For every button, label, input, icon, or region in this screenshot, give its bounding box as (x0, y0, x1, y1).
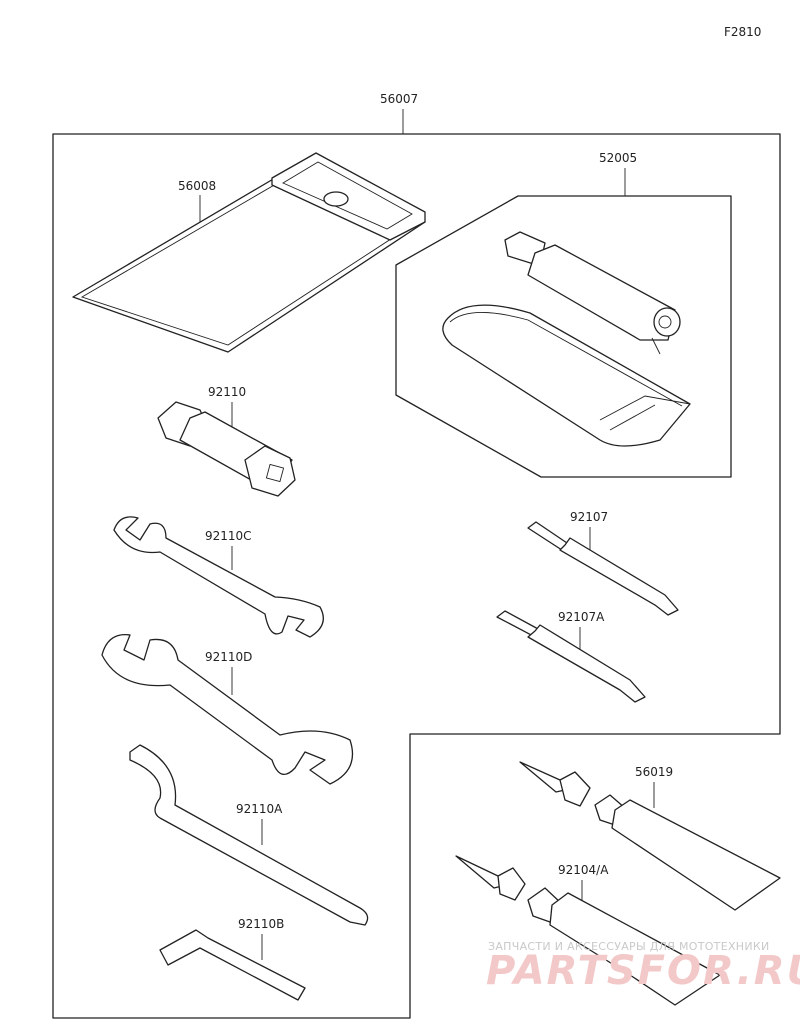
tube-92104a[interactable]: 92104/A (455, 855, 721, 1006)
pump-kit-group[interactable]: 52005 (395, 151, 732, 478)
socket-wrench[interactable]: 92110 (157, 385, 296, 497)
part-label-56007: 56007 (380, 92, 418, 106)
figure-id: F2810 (724, 25, 761, 39)
tool-bag[interactable]: 56008 (72, 152, 426, 353)
screwdriver[interactable]: 92107 (527, 510, 679, 616)
part-label-92104A: 92104/A (558, 863, 609, 877)
part-label-52005: 52005 (599, 151, 637, 165)
hook-wrench[interactable]: 92110A (129, 744, 369, 926)
wrench-d[interactable]: 92110D (101, 634, 354, 785)
part-label-92110C: 92110C (205, 529, 252, 543)
tube-56019[interactable]: 56019 (519, 761, 781, 911)
part-label-56008: 56008 (178, 179, 216, 193)
part-label-92107A: 92107A (558, 610, 605, 624)
watermark-logo: PARTSFOR.RU (486, 948, 800, 994)
part-label-92107: 92107 (570, 510, 608, 524)
hex-key[interactable]: 92110B (159, 917, 306, 1001)
watermark-tagline: ЗАПЧАСТИ И АКСЕССУАРЫ ДЛЯ МОТОТЕХНИКИ (488, 940, 770, 953)
watermark: ЗАПЧАСТИ И АКСЕССУАРЫ ДЛЯ МОТОТЕХНИКИ PA… (486, 940, 800, 994)
part-label-56019: 56019 (635, 765, 673, 779)
part-label-92110A: 92110A (236, 802, 283, 816)
wrench-c[interactable]: 92110C (113, 516, 324, 638)
part-label-92110D: 92110D (205, 650, 252, 664)
toolkit-frame: 56007 (52, 92, 781, 1019)
screwdriver-a[interactable]: 92107A (496, 610, 646, 703)
part-label-92110B: 92110B (238, 917, 284, 931)
part-label-92110: 92110 (208, 385, 246, 399)
